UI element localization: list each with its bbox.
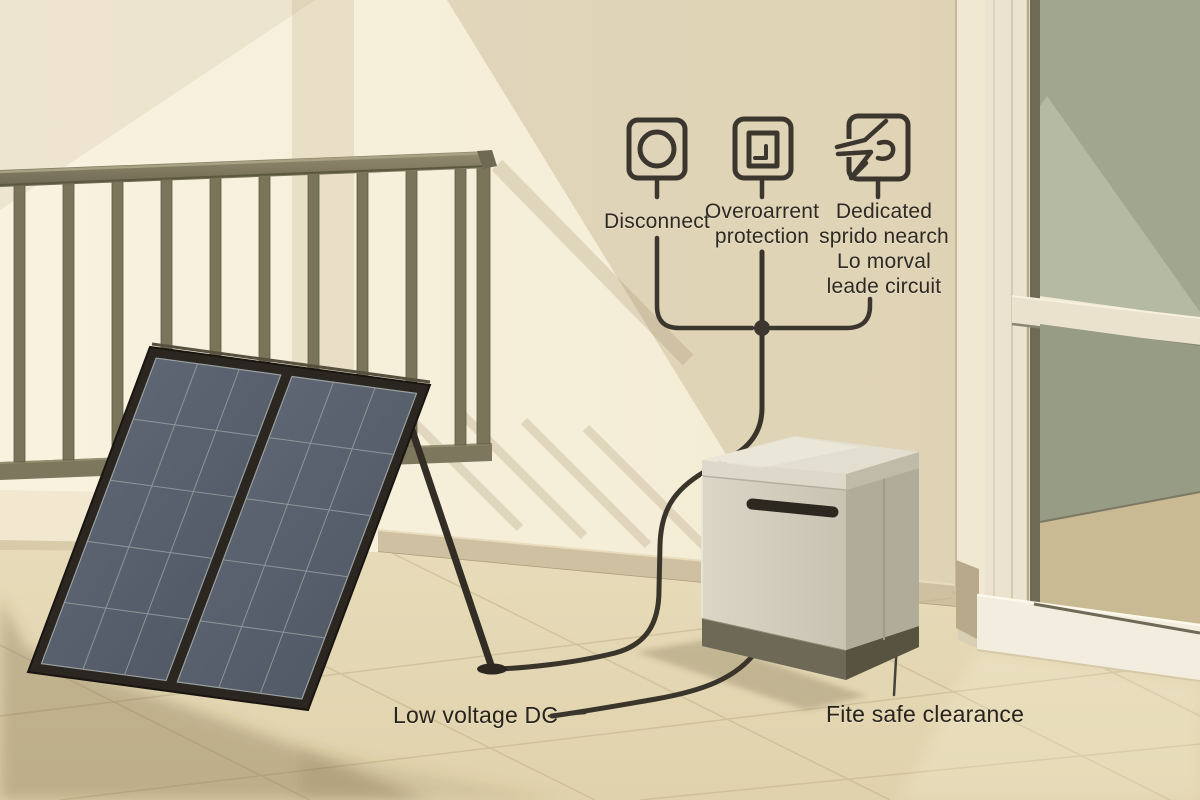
disconnect-connector [654,235,755,331]
panel-kickstand [408,426,496,672]
battery-base-front [702,618,846,680]
battery-floor-shadow [636,640,866,710]
dedicated-circuit-label: Dedicated sprido nearch Lo morval leade … [819,200,949,298]
kickstand-foot [477,663,507,675]
panel-left-half [41,358,280,680]
solar-panel [28,344,430,710]
corner-baseboard [956,560,979,640]
battery-base-side [846,626,919,680]
panel-top-edge-light [151,342,431,384]
panel-cell-grid [41,358,416,699]
baluster-shadows [396,404,714,556]
glass-lower-pane [1040,324,1200,522]
panel-floor-shadow [0,598,430,800]
battery-side-face [846,468,919,650]
top-rail-shade [0,165,491,186]
low-voltage-label: Low voltage DC [393,702,559,728]
door-reveal [956,0,985,599]
wiring-diagram [547,113,911,718]
dedicated-connector [768,296,873,331]
crossbar-highlight [1011,295,1200,319]
railing-top-rail [0,151,490,187]
corner-shade [0,0,315,210]
battery-handle-slot [746,498,839,518]
interior-floor [1040,492,1200,632]
clearance-label: Fite safe clearance [826,701,1025,727]
battery-cable [549,646,761,719]
lid-highlight [702,437,860,468]
lid-side-band [846,452,919,490]
glass-bottom-edge [1039,491,1200,523]
sill-track [1033,602,1200,635]
dedicated-circuit-icon [834,113,911,182]
glass-reflection [1040,96,1200,318]
sill-highlight [976,593,1200,627]
lid-front-band [702,460,846,490]
overcurrent-label: Overoarrent protection [704,200,820,248]
door-crossbar [1012,296,1200,346]
railing-balusters [13,165,491,463]
panel-right-half [177,377,416,699]
door-frame-jamb [985,0,1030,604]
battery-lid-top [702,436,919,474]
lid-front-seam [701,475,847,491]
sill-shade [976,649,1200,682]
door-sill [977,595,1200,682]
door-light-patch [900,652,1200,800]
junction-dot [754,320,770,336]
rail-end-cap [477,150,497,169]
battery-unit [701,436,919,680]
disconnect-label: Disconnect [604,210,710,233]
top-rail-highlight [0,151,491,174]
rail-end-shadow [491,159,694,366]
battery-front-face [702,476,846,650]
low-voltage-leader-line [547,711,587,718]
panel-soft-shadow [300,748,560,800]
glass-door [955,0,1200,682]
